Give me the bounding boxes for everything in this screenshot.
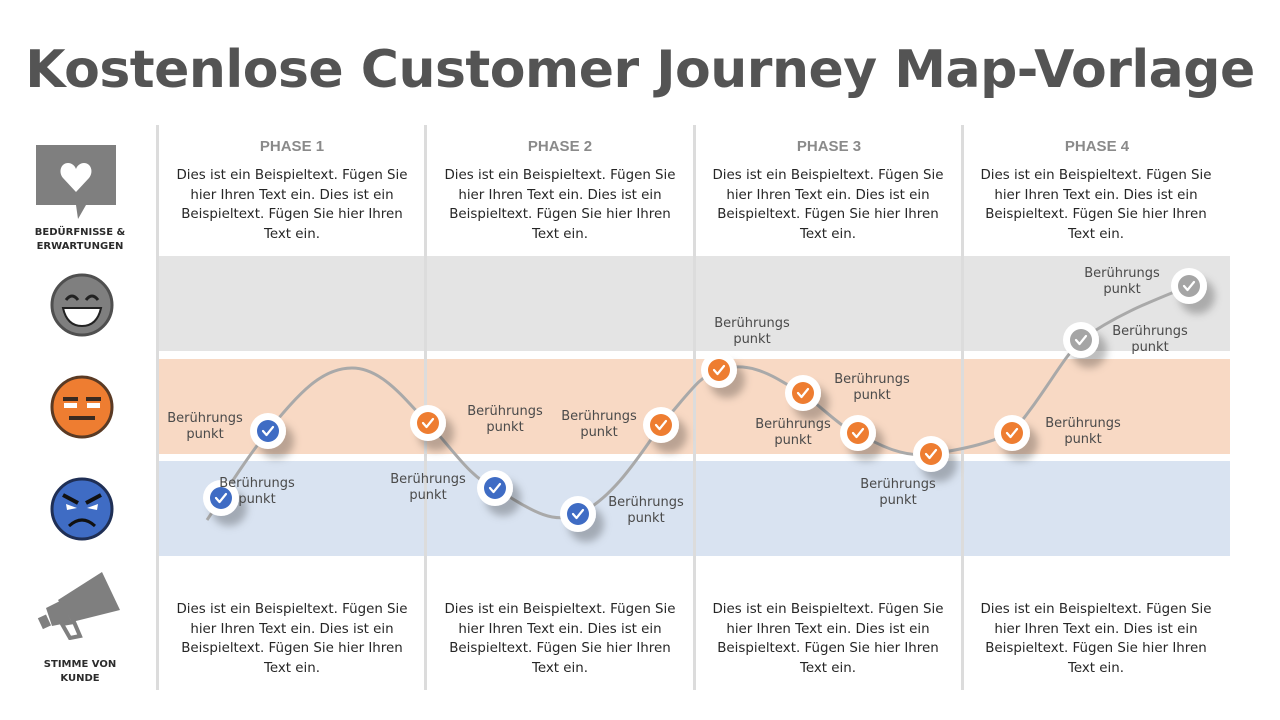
phase-2-title: PHASE 2 [527,138,593,155]
touchpoint-dot-happy [1070,329,1092,351]
check-icon [571,508,585,520]
check-icon [421,417,435,429]
check-icon [796,387,810,399]
touchpoint-dot-neutral [708,359,730,381]
check-icon [712,364,726,376]
check-icon [1005,427,1019,439]
check-icon [261,425,275,437]
check-icon [488,482,502,494]
touchpoint-dot-neutral [1001,422,1023,444]
check-icon [924,448,938,460]
touchpoint-dot-angry [210,487,232,509]
phase-4-title: PHASE 4 [1064,138,1130,155]
neutral-face-icon [50,375,114,439]
touchpoint-dot-neutral [792,382,814,404]
touchpoint-dot-angry [484,477,506,499]
phase-3-title: PHASE 3 [796,138,862,155]
check-icon [654,419,668,431]
touchpoint-dot-angry [567,503,589,525]
touchpoint-dot-neutral [920,443,942,465]
column-divider [693,125,696,690]
column-divider [961,125,964,690]
angry-face-icon [50,477,114,541]
check-icon [1074,334,1088,346]
phase-1-title: PHASE 1 [259,138,325,155]
check-icon [1182,280,1196,292]
megaphone-icon [37,572,120,640]
check-icon [214,492,228,504]
journey-curve [205,284,1190,521]
heart-speech-bubble-icon [36,145,116,219]
touchpoint-dot-angry [257,420,279,442]
column-divider [156,125,159,690]
touchpoint-dot-happy [1178,275,1200,297]
needs-expectations-label: BEDÜRFNISSE &ERWARTUNGEN [34,227,126,252]
touchpoint-dot-neutral [650,414,672,436]
happy-face-icon [50,273,114,337]
check-icon [851,427,865,439]
touchpoint-dot-neutral [417,412,439,434]
page-title: Kostenlose Customer Journey Map-Vorlage [25,40,1255,100]
touchpoint-dot-neutral [847,422,869,444]
